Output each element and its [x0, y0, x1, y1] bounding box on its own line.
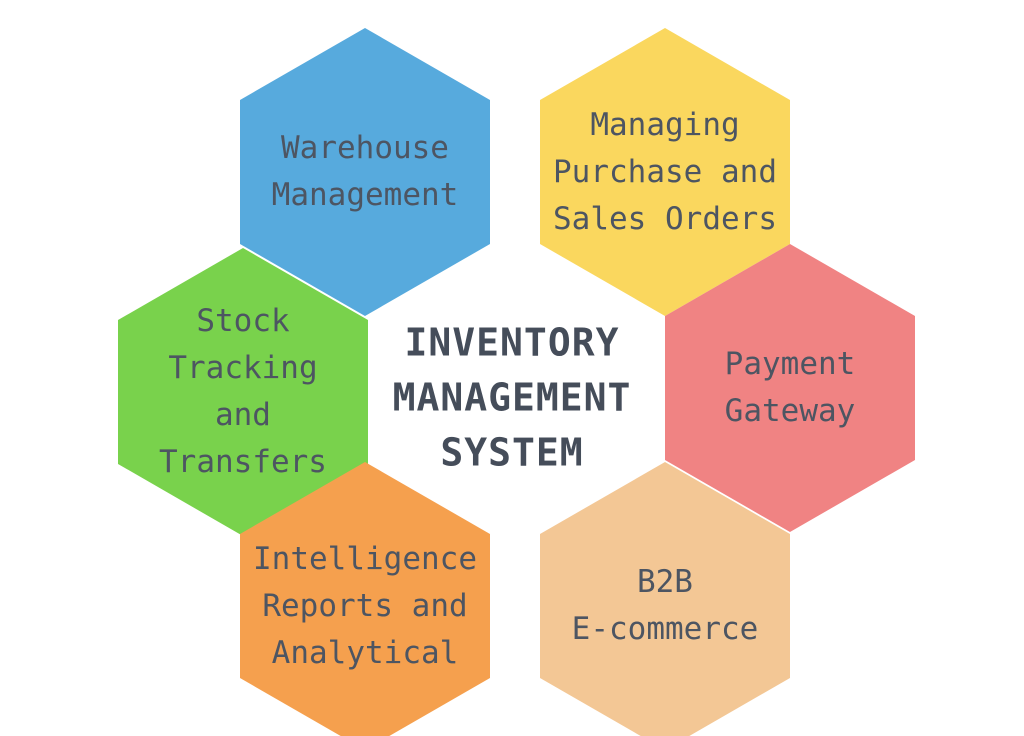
hexagon-intelligence-reports-label: Intelligence Reports and Analytical: [253, 540, 477, 671]
hexagon-stock-tracking-transfers: Stock Tracking and Transfers: [118, 248, 368, 536]
hexagon-purchase-and-sales-orders-label: Managing Purchase and Sales Orders: [553, 106, 777, 237]
hexagon-b2b-ecommerce-label: B2B E-commerce: [571, 564, 759, 647]
diagram-title: INVENTORY MANAGEMENT SYSTEM: [392, 320, 632, 475]
hexagon-purchase-and-sales-orders: Managing Purchase and Sales Orders: [540, 28, 790, 316]
hexagon-warehouse-management-label: Warehouse Management: [271, 130, 459, 213]
hexagon-payment-gateway-label: Payment Gateway: [724, 346, 856, 429]
hexagon-payment-gateway: Payment Gateway: [665, 244, 915, 532]
hexagon-stock-tracking-transfers-label: Stock Tracking and Transfers: [159, 303, 327, 480]
